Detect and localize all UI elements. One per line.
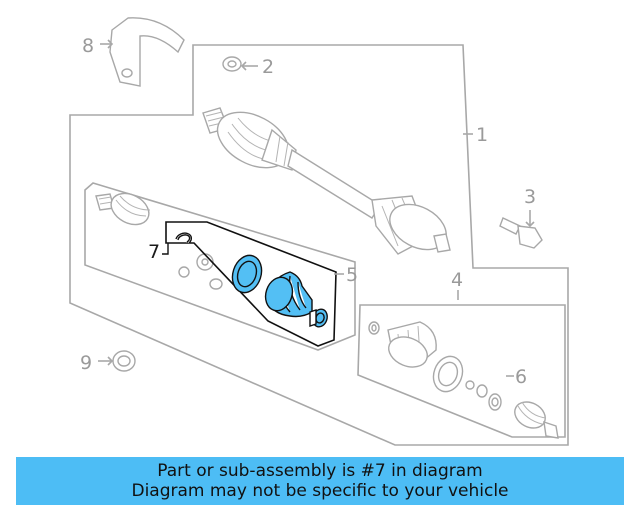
callout-6: 6	[515, 366, 527, 388]
leader-lines	[162, 133, 514, 377]
callout-4: 4	[451, 269, 463, 291]
drive-shaft-assembly	[202, 107, 451, 255]
banner-line-1: Part or sub-assembly is #7 in diagram	[157, 461, 483, 481]
info-banner: Part or sub-assembly is #7 in diagram Di…	[16, 457, 624, 505]
banner-line-2: Diagram may not be specific to your vehi…	[131, 481, 509, 501]
seal-part-9	[98, 350, 136, 372]
inner-joint-part-6	[368, 321, 559, 439]
callout-1: 1	[476, 124, 488, 146]
callout-7: 7	[148, 241, 160, 263]
callout-2: 2	[262, 56, 274, 78]
callout-9: 9	[80, 352, 92, 374]
subassembly-5-frame	[84, 182, 356, 351]
main-assembly-frame	[69, 44, 569, 446]
highlighted-part-7	[165, 221, 337, 347]
callout-5: 5	[346, 264, 358, 286]
bolt-part-3	[499, 210, 543, 249]
heat-shield-part-8	[100, 17, 185, 87]
callout-3: 3	[524, 186, 536, 208]
subassembly-6-frame	[357, 304, 566, 438]
callout-8: 8	[82, 35, 94, 57]
nut-part-2	[222, 56, 258, 72]
